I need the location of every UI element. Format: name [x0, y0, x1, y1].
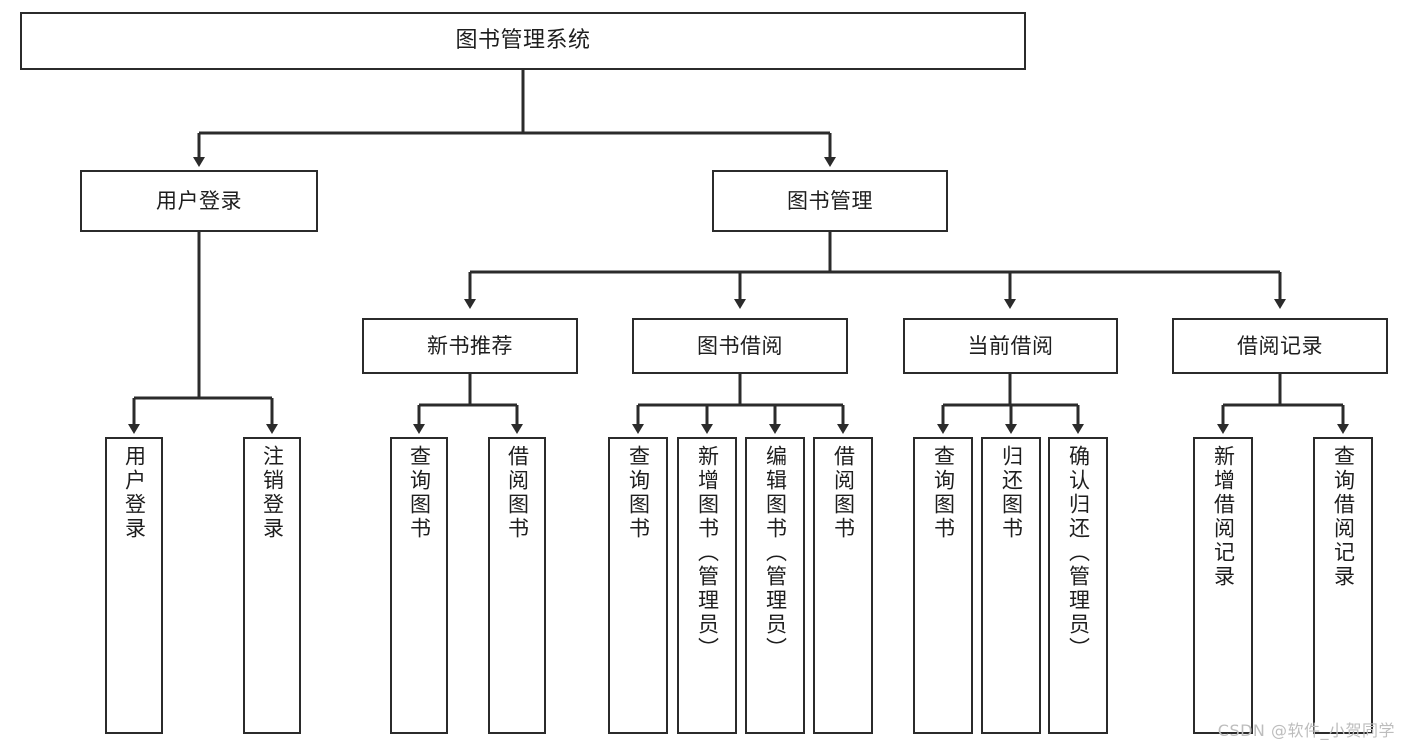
node-label: 编辑图书（管理员）	[763, 445, 788, 661]
node-label: 借阅记录	[1237, 333, 1323, 358]
node-label: 新增图书（管理员）	[695, 445, 720, 661]
node-label: 查询借阅记录	[1331, 445, 1356, 589]
leaf-user-login[interactable]: 用户登录	[105, 437, 163, 734]
node-label: 用户登录	[156, 188, 242, 213]
node-root[interactable]: 图书管理系统	[20, 12, 1026, 70]
leaf-borrow-book-recommend[interactable]: 借阅图书	[488, 437, 546, 734]
leaf-query-borrow-record[interactable]: 查询借阅记录	[1313, 437, 1373, 734]
leaf-query-book-current[interactable]: 查询图书	[913, 437, 973, 734]
node-label: 查询图书	[407, 445, 432, 541]
node-label: 当前借阅	[967, 333, 1054, 358]
leaf-confirm-return-admin[interactable]: 确认归还（管理员）	[1048, 437, 1108, 734]
node-label: 图书管理	[787, 188, 873, 213]
watermark: CSDN @软件_小贺同学	[1217, 721, 1395, 740]
leaf-return-book[interactable]: 归还图书	[981, 437, 1041, 734]
node-label: 借阅图书	[505, 445, 530, 541]
node-label: 新书推荐	[427, 333, 513, 358]
node-current-borrow[interactable]: 当前借阅	[903, 318, 1118, 374]
leaf-edit-book-admin[interactable]: 编辑图书（管理员）	[745, 437, 805, 734]
node-label: 新增借阅记录	[1211, 445, 1236, 589]
leaf-user-logout[interactable]: 注销登录	[243, 437, 301, 734]
leaf-add-borrow-record[interactable]: 新增借阅记录	[1193, 437, 1253, 734]
node-book-management[interactable]: 图书管理	[712, 170, 948, 232]
node-label: 借阅图书	[831, 445, 856, 541]
node-label: 确认归还（管理员）	[1066, 445, 1091, 661]
node-new-book-recommend[interactable]: 新书推荐	[362, 318, 578, 374]
leaf-query-book-borrow[interactable]: 查询图书	[608, 437, 668, 734]
node-label: 图书管理系统	[455, 28, 591, 54]
node-label: 注销登录	[260, 445, 285, 541]
node-label: 归还图书	[999, 445, 1024, 541]
node-label: 查询图书	[931, 445, 956, 541]
node-label: 查询图书	[626, 445, 651, 541]
node-label: 图书借阅	[697, 333, 783, 358]
node-label: 用户登录	[122, 445, 147, 541]
node-borrow-record[interactable]: 借阅记录	[1172, 318, 1388, 374]
leaf-add-book-admin[interactable]: 新增图书（管理员）	[677, 437, 737, 734]
node-user-login[interactable]: 用户登录	[80, 170, 318, 232]
leaf-borrow-book[interactable]: 借阅图书	[813, 437, 873, 734]
node-book-borrow[interactable]: 图书借阅	[632, 318, 848, 374]
leaf-query-book-recommend[interactable]: 查询图书	[390, 437, 448, 734]
